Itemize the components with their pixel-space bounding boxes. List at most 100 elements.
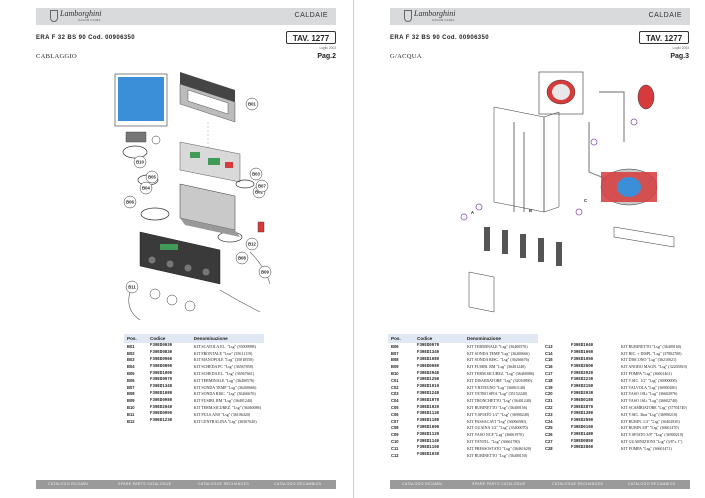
knobs (149, 288, 196, 312)
footer-text: CATALOGO RICAMBI (402, 482, 443, 486)
valves (484, 227, 562, 266)
svg-text:B09: B09 (261, 270, 269, 275)
table-row: B08 F39ED1080 KIT SONDA RISC. "Lsg" (36266… (124, 391, 264, 398)
cell-desc: KIT SONDA RISC. "Lsg" (36266676) (193, 391, 256, 397)
cell-pos: B08 (127, 391, 135, 397)
expansion-vessel-inset (538, 71, 584, 115)
cell-pos: C17 (545, 371, 553, 377)
cell-code: F39ED1060 (571, 351, 594, 356)
svg-text:C: C (584, 198, 587, 203)
tank-base (613, 226, 675, 248)
cell-code: F39ED1000 (150, 371, 173, 376)
cell-desc: KIT SONDA RISC. "Lsg" (36266676) (467, 357, 529, 363)
blue-panel-inset (114, 73, 168, 145)
col-desc: Denominazione (464, 334, 538, 343)
svg-text:B05: B05 (148, 175, 156, 180)
callout-b04: B04 (139, 181, 153, 195)
chassis-frame (179, 183, 240, 237)
cell-code: F39ED1250 (417, 378, 440, 383)
cell-code: F39ED1480 (571, 432, 594, 437)
svg-text:B12: B12 (248, 242, 256, 247)
cell-code: F39ED2940 (150, 405, 173, 410)
cell-pos: C25 (545, 425, 553, 431)
cell-code: F39ED1240 (417, 391, 440, 396)
table-row: C14 F39ED1060 KIT RIC. + DISPL "Lsg" (3780… (542, 350, 692, 357)
cell-desc: KIT V.SFIATO 3/8" "Lsg" (36900210) (621, 432, 684, 438)
svg-text:B07: B07 (258, 184, 266, 189)
col-desc: Denominazione (190, 334, 264, 343)
page-number: Pag.2 (317, 53, 336, 60)
cell-desc: KIT V.SIC. 3bar "Lsg" (36900210) (621, 411, 678, 417)
callouts: B01 B02 B03 B04 B05 B06 B07 B08 B09 B10 … (123, 97, 272, 294)
cell-pos: C09 (391, 432, 399, 438)
cell-code: F39ED1230 (150, 419, 173, 424)
red-vessel (637, 84, 655, 110)
cell-pos: C12 (391, 452, 399, 458)
callout-b06: B06 (123, 195, 137, 209)
cell-pos: C06 (391, 411, 399, 417)
svg-text:B03: B03 (252, 172, 260, 177)
cell-code: F39ED2930 (571, 391, 594, 396)
cell-code: F39ED1080 (150, 391, 173, 396)
cell-pos: B10 (127, 405, 135, 411)
edition-date: Luglio 2003 (319, 46, 336, 50)
cell-desc: KIT TERMINALE "Lsg" (36400576) (467, 343, 528, 349)
callout-b: B (529, 208, 532, 213)
cell-code: F39ED1380 (571, 412, 594, 417)
cell-desc: KIT DISCONO "Lsg" (36210021) (621, 357, 677, 363)
col-pos: Pos. (124, 334, 148, 343)
brand-subtitle: CALOR CLIMA (432, 18, 455, 22)
footer-text: SPARE PARTS CATALOGUE (118, 482, 172, 486)
callout-b01: B01 (245, 97, 259, 111)
cell-desc: KIT V.SFIATO 1/2" "Lsg" (36900240) (467, 411, 530, 417)
col-pos: Pos. (388, 334, 414, 343)
cell-desc: KIT SCAMBIATORE "Lsg" (37704740) (621, 405, 687, 411)
cell-pos: B10 (391, 371, 399, 377)
page-number: Pag.3 (670, 53, 689, 60)
cell-pos: B06 (391, 343, 399, 349)
wire-coils (122, 145, 255, 243)
cell-desc: KIT FRONTALE "Lsw" (35611119) (193, 350, 253, 356)
cell-pos: C24 (545, 418, 553, 424)
cell-code: F39ED0980 (150, 398, 173, 403)
cell-desc: KIT SONDA TEMP "Lsg" (36200666) (467, 350, 530, 356)
cell-desc: KIT SCHEDA EL. "Lsg" (36567661) (193, 371, 254, 377)
cell-code: F39ED2600 (571, 364, 594, 369)
brand-crest-icon (404, 10, 412, 22)
cell-pos: C28 (545, 445, 553, 451)
footer-text: CATALOGUE RECHANGES (198, 482, 250, 486)
cell-desc: KIT FUSIBI. RM "Lsg" (36401240) (467, 364, 526, 370)
svg-text:B02: B02 (255, 190, 263, 195)
table-header-row: Pos. Codice Denominazione (124, 334, 264, 343)
cell-pos: C18 (545, 377, 553, 383)
cell-pos: C14 (545, 350, 553, 356)
cell-pos: C19 (545, 384, 553, 390)
cell-code: F39ED1340 (417, 351, 440, 356)
cell-pos: C20 (545, 391, 553, 397)
cell-code: F39ED1090 (417, 425, 440, 430)
callout-c: C (584, 198, 587, 203)
footer-text: CATALOGO RECAMBIOS (628, 482, 676, 486)
cell-pos: C16 (545, 364, 553, 370)
cell-code: F39ED2590 (571, 419, 594, 424)
cell-desc: KIT RIC. + DISPL "Lsg" (37802700) (621, 350, 682, 356)
left-header-bar: Lamborghini CALOR CLIMA CALDAIE (36, 8, 336, 25)
cell-code: F39ED2230 (571, 378, 594, 383)
brand-subtitle: CALOR CLIMA (78, 18, 101, 22)
footer-text: CATALOGO RECAMBIOS (274, 482, 322, 486)
